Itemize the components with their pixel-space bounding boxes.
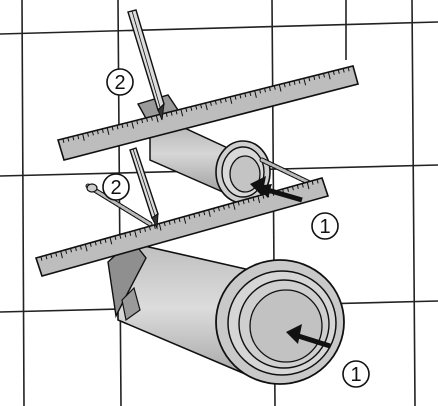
- upper-ruler: [56, 65, 359, 161]
- pencil-icon: [129, 147, 159, 230]
- lower-ruler: [34, 177, 330, 277]
- pencil-icon: [127, 9, 165, 121]
- svg-text:1: 1: [350, 364, 361, 386]
- callout-upper-pencil: 2: [106, 68, 134, 96]
- screw-lower: [85, 183, 153, 227]
- svg-text:1: 1: [319, 216, 330, 238]
- callout-lower-pipe-opening: 1: [342, 360, 370, 388]
- callout-upper-pipe-opening: 1: [311, 212, 339, 240]
- svg-text:2: 2: [110, 177, 121, 199]
- arrow-icon: [286, 324, 331, 349]
- lower-pipe: [107, 238, 345, 385]
- arrow-icon: [250, 176, 303, 203]
- callout-lower-pencil: 2: [102, 173, 130, 201]
- svg-text:2: 2: [114, 72, 125, 94]
